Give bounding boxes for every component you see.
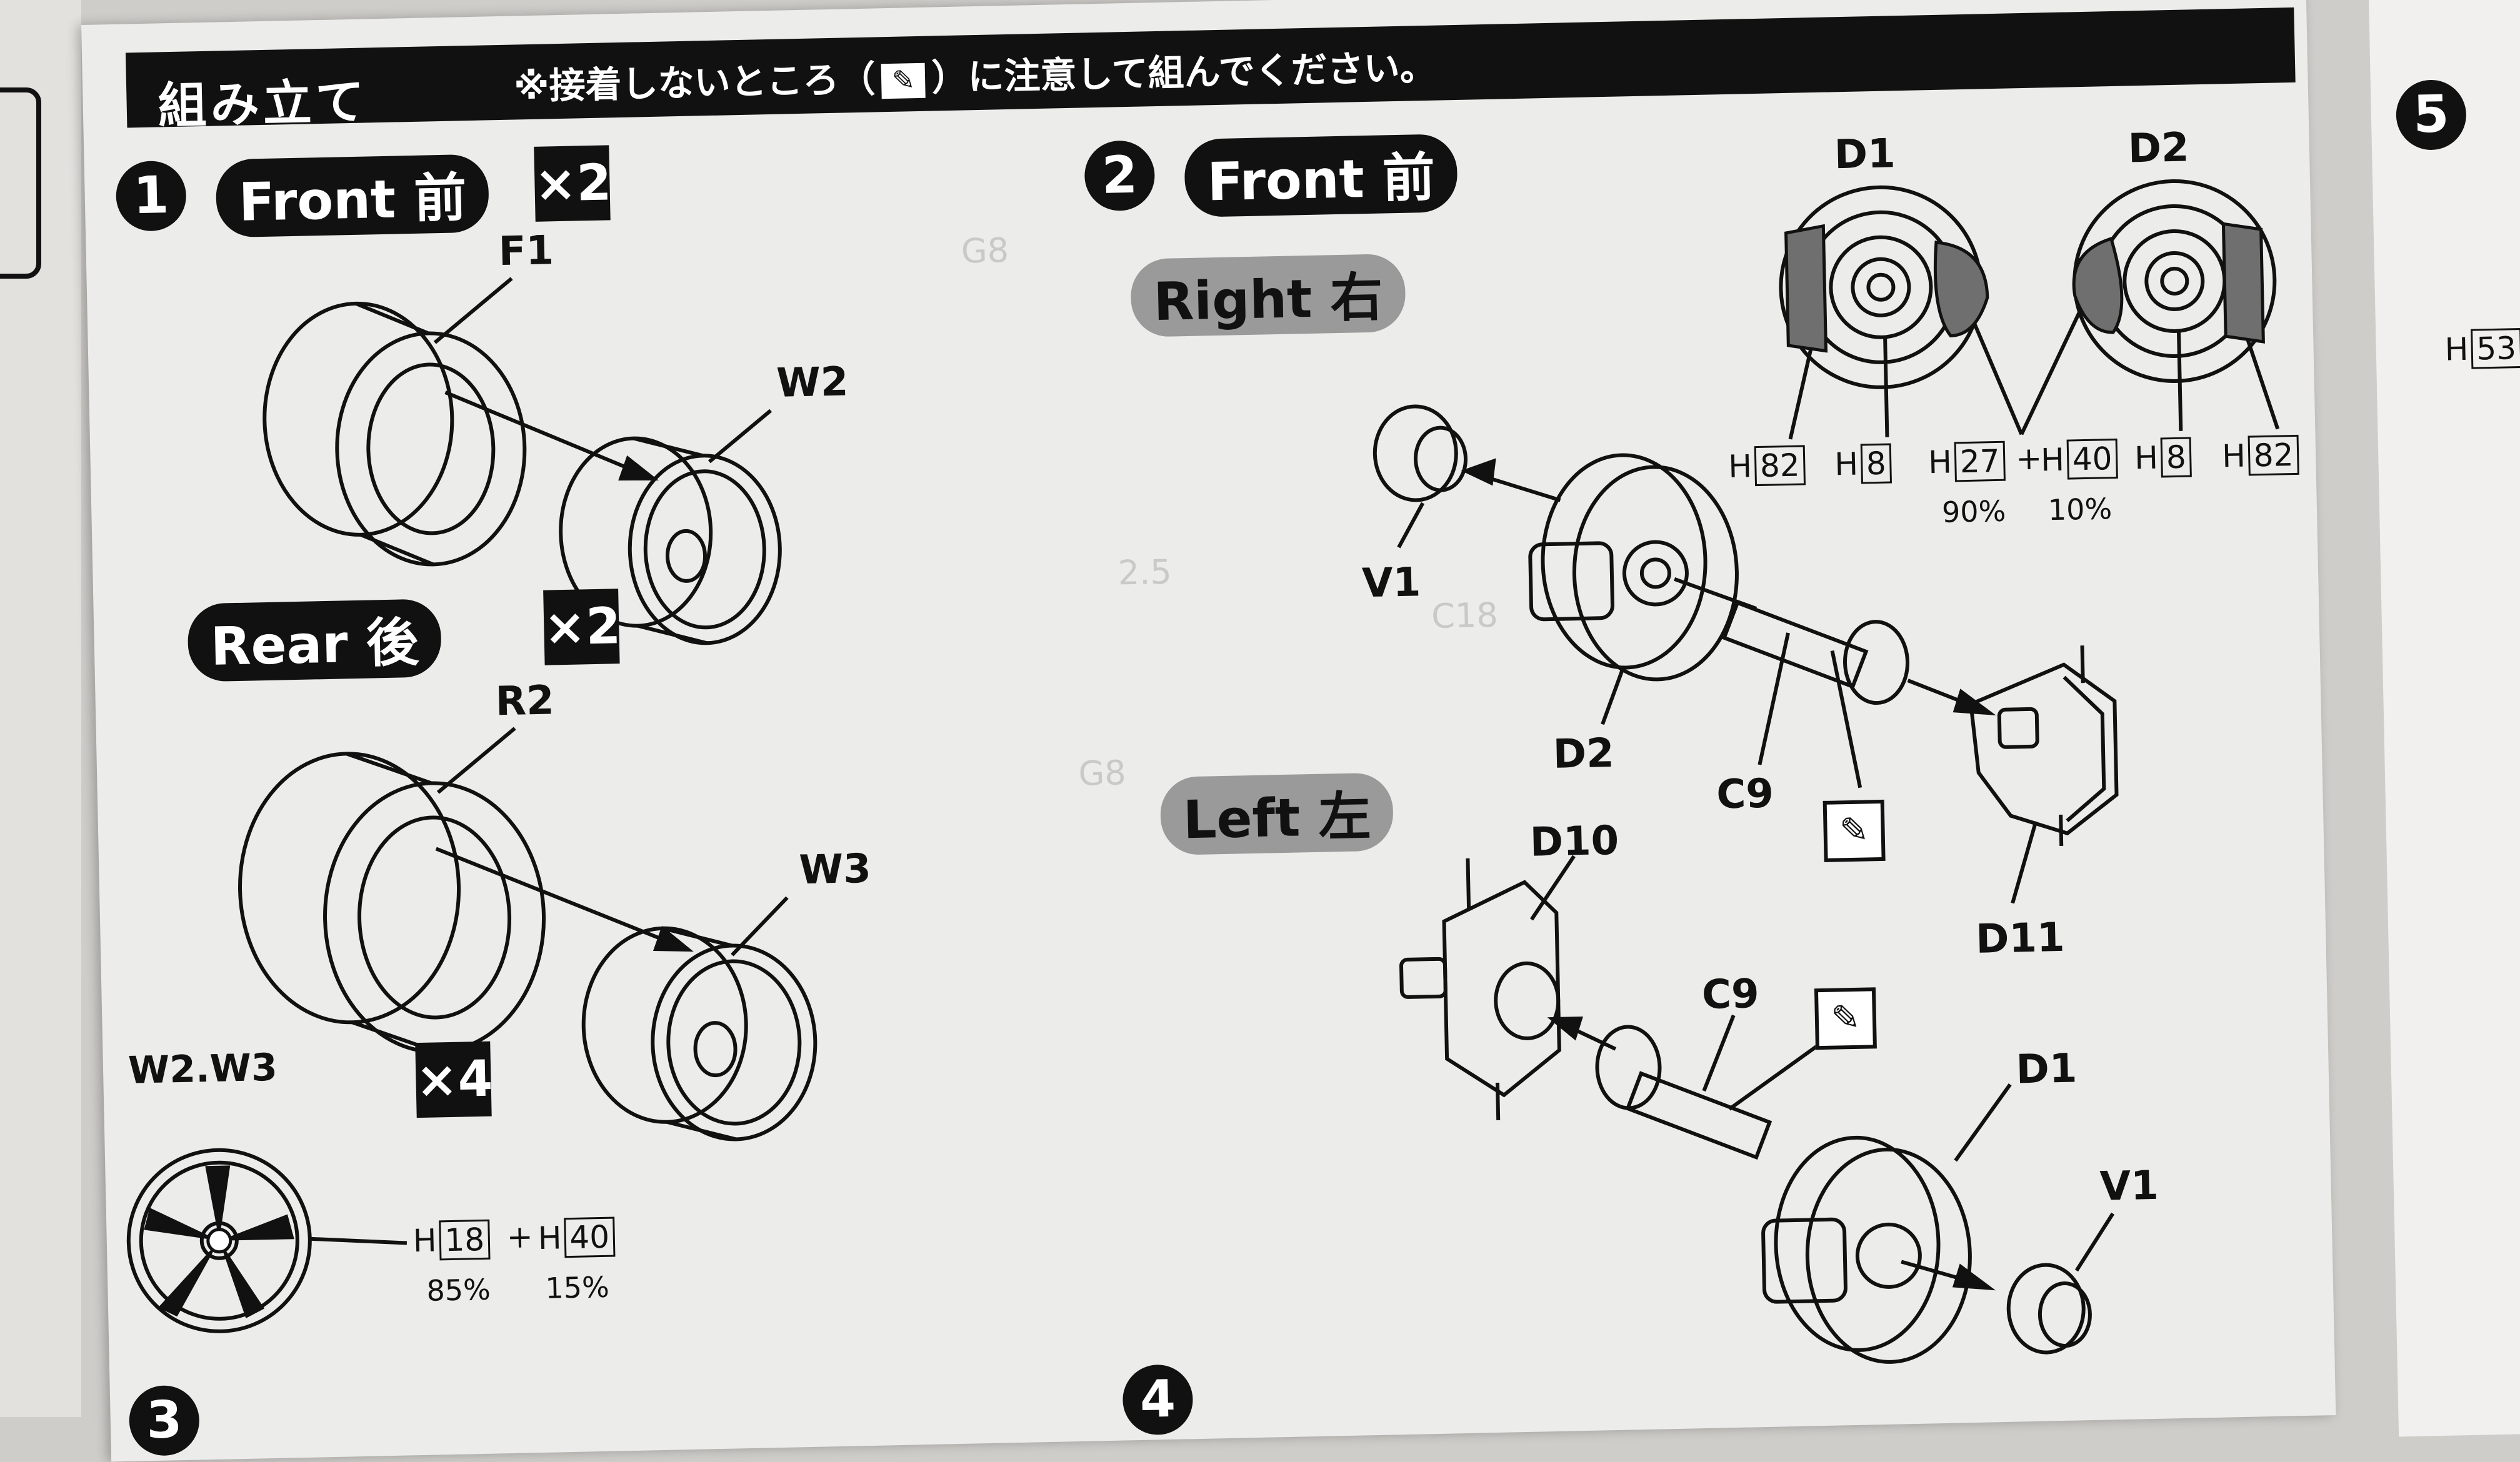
d2-hub	[1541, 453, 1708, 670]
brake-paint-ratio-2: 10%	[2048, 492, 2112, 527]
front-tyre-inner	[366, 362, 496, 535]
brake-label-d2: D2	[2128, 124, 2190, 172]
d11-knuckle	[1969, 662, 2119, 836]
brake-paint-ratio-1: 90%	[1941, 494, 2006, 529]
part-label-d2: D2	[1552, 730, 1615, 778]
part-label-v1-lower: V1	[2099, 1162, 2159, 1210]
part-label-c9-upper: C9	[1716, 770, 1774, 818]
instruction-page: 組み立て ※接着しないところ（✎）に注意して組んでください。 1 Front 前…	[81, 0, 2336, 1462]
brake-label-d1: D1	[1834, 131, 1896, 179]
c9-shaft-upper	[1721, 600, 1869, 689]
d10-knuckle	[1442, 880, 1561, 1098]
step-2-drawing	[1372, 179, 2280, 1364]
no-glue-icon: ✎	[1814, 987, 1877, 1050]
part-label-v1-upper: V1	[1361, 559, 1421, 607]
paint-code-plus: +	[2015, 440, 2042, 477]
part-label-d10: D10	[1529, 817, 1619, 866]
page-tab-marker	[0, 87, 41, 279]
step-3-number: 3	[128, 1385, 200, 1456]
part-label-d1: D1	[2015, 1045, 2078, 1093]
part-label-d11: D11	[1975, 914, 2066, 963]
step-4-number: 4	[1122, 1364, 1194, 1436]
brake-caliper-d2	[2221, 222, 2265, 344]
step-5-number: 5	[2395, 79, 2468, 151]
step-1-drawing	[126, 277, 818, 1333]
v1-cap-lower	[2006, 1263, 2086, 1355]
no-glue-icon: ✎	[1822, 799, 1886, 862]
c9-shaft-lower	[1625, 1071, 1772, 1160]
brake-caliper-d1	[1784, 224, 1828, 353]
v1-cap-upper	[1372, 404, 1458, 502]
rear-tyre-inner	[358, 815, 512, 1020]
d1-hub	[1774, 1135, 1941, 1352]
part-label-c9-lower: C9	[1701, 971, 1760, 1019]
rear-tyre-outer	[238, 752, 461, 1025]
